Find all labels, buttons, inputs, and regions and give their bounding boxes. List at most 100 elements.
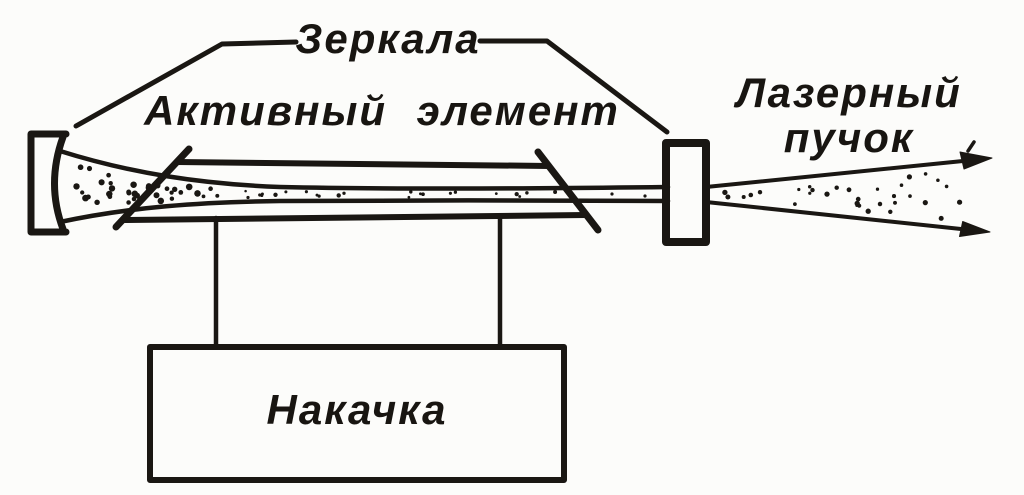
stipple-dot: [131, 190, 139, 198]
stipple-dot: [741, 194, 746, 200]
output-mirror: [662, 139, 710, 246]
stipple-dot: [304, 190, 308, 194]
stipple-dot: [194, 190, 201, 197]
stipple-dot: [273, 192, 278, 197]
stipple-dot: [80, 190, 85, 195]
stipple-dot: [855, 196, 861, 202]
cavity-beam-bottom-envelope: [57, 198, 671, 225]
stipple-dot: [130, 181, 137, 188]
label-mirrors: Зеркала: [295, 15, 481, 62]
stipple-dot: [846, 187, 852, 193]
stipple-dot: [137, 196, 142, 201]
stipple-dot: [824, 191, 830, 197]
beam-waist-speckle: [643, 194, 647, 198]
stipple-dot: [126, 189, 132, 195]
mirrors-leader-line-left: [73, 39, 299, 129]
output-beam-bottom-arrowhead: [959, 221, 991, 237]
label-laser-beam-line1: Лазерный: [736, 69, 962, 116]
beam-waist-speckle: [610, 192, 614, 196]
stipple-dot: [244, 189, 247, 193]
stipple-dot: [169, 190, 174, 195]
stipple-dot: [172, 186, 178, 192]
stipple-dot: [145, 184, 152, 191]
stipple-dot: [260, 193, 264, 198]
stipple-dot: [106, 172, 111, 178]
stipple-dot: [342, 191, 346, 195]
stipple-dot: [810, 187, 815, 193]
stipple-dot: [85, 194, 91, 200]
stipple-dot: [246, 195, 250, 200]
stipple-dot: [834, 185, 839, 190]
stipple-dot: [938, 215, 944, 221]
stipple-dot: [157, 197, 165, 205]
output-beam-stipple-dots: [722, 172, 963, 221]
output-beam-top-edge: [704, 159, 965, 189]
stipple-dot: [553, 190, 558, 194]
pump-box: [147, 344, 567, 483]
stipple-dot: [525, 191, 529, 195]
stipple-dot: [518, 195, 522, 198]
label-pump: Накачка: [266, 386, 448, 433]
stipple-dot: [891, 194, 897, 199]
stipple-dot: [77, 164, 84, 171]
stipple-dot: [748, 192, 754, 198]
stipple-dot: [893, 200, 897, 205]
stipple-dot: [336, 193, 341, 198]
stipple-dot: [857, 203, 862, 208]
label-laser-beam: Лазерный пучок: [736, 70, 962, 160]
stipple-dot: [875, 187, 880, 191]
stipple-dot: [877, 201, 883, 207]
stipple-dot: [923, 172, 928, 176]
label-laser-beam-line2: пучок: [783, 114, 915, 161]
concave-mirror-body: [27, 130, 70, 236]
stipple-dot: [908, 194, 912, 198]
stipple-dot: [514, 191, 519, 197]
stipple-dot: [73, 183, 80, 190]
output-beam-top-arrowhead: [959, 151, 993, 170]
active-element-bottom-wall: [120, 212, 589, 223]
stipple-dot: [808, 191, 812, 195]
stipple-dot: [169, 196, 175, 201]
stipple-dot: [419, 192, 422, 196]
stipple-dot: [797, 187, 801, 192]
cavity-beam-stipple-dots: [73, 164, 558, 206]
cavity-beam-top-envelope: [57, 148, 671, 191]
stipple-dot: [178, 190, 184, 195]
stipple-dot: [409, 190, 413, 194]
stipple-dot: [131, 196, 137, 202]
stipple-dot: [94, 199, 100, 206]
stipple-dot: [936, 178, 940, 182]
brewster-window-left: [112, 145, 193, 231]
stipple-dot: [164, 186, 170, 192]
brewster-window-right: [534, 148, 602, 234]
active-element-top-wall: [174, 159, 552, 169]
stipple-dot: [284, 190, 288, 194]
stipple-dot: [865, 208, 871, 214]
output-beam-tick-mark: [966, 140, 976, 153]
stipple-dot: [208, 186, 213, 191]
stipple-dot: [201, 194, 206, 199]
stipple-dot: [757, 190, 763, 195]
stipple-dot: [922, 199, 928, 206]
stipple-dot: [448, 191, 452, 195]
stipple-dot: [421, 192, 425, 197]
stipple-dot: [494, 192, 498, 195]
stipple-dot: [315, 193, 319, 197]
stipple-dot: [154, 182, 161, 189]
stipple-dot: [899, 183, 904, 187]
output-beam-bottom-edge: [704, 200, 963, 231]
stipple-dot: [98, 179, 105, 186]
stipple-dot: [215, 193, 220, 198]
stipple-dot: [107, 194, 113, 200]
stipple-dot: [108, 181, 113, 186]
stipple-dot: [453, 190, 458, 194]
stipple-dot: [185, 183, 193, 191]
stipple-dot: [126, 200, 131, 205]
stipple-dot: [86, 165, 93, 172]
stipple-dot: [793, 202, 797, 206]
stipple-dot: [944, 184, 949, 189]
stipple-dot: [725, 194, 731, 200]
label-active-element: Активный элемент: [144, 87, 620, 134]
